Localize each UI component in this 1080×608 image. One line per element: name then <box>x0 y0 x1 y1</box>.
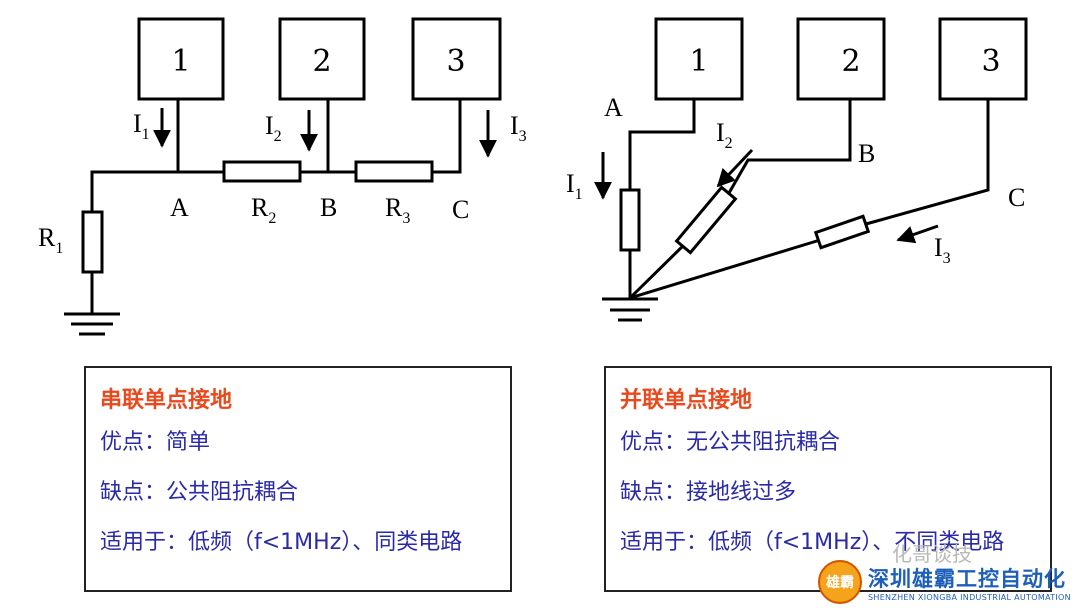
disadvantage-text: 缺点：公共阻抗耦合 <box>100 480 299 505</box>
watermark: 雄霸 深圳雄霸工控自动化 SHENZHEN XIONGBA INDUSTRIAL… <box>818 556 1080 608</box>
branch-1-wire <box>628 99 696 190</box>
box-1-label: 1 <box>689 44 708 79</box>
box-2-label: 2 <box>312 44 331 79</box>
branch-1-resistor <box>619 188 641 252</box>
device-box-2 <box>278 17 366 101</box>
current-arrow-i2 <box>716 148 754 188</box>
node-c-label: C <box>1008 183 1025 212</box>
current-label-i1: I1 <box>133 109 150 143</box>
current-arrow-i3 <box>896 224 939 244</box>
current-label-i3: I3 <box>510 111 527 145</box>
disadvantage-text: 缺点：接地线过多 <box>620 480 797 505</box>
branch-3-wire <box>865 99 990 226</box>
resistor-r2 <box>222 160 302 183</box>
branch-3-lower <box>629 238 821 300</box>
node-b-label: B <box>320 193 337 222</box>
ground-icon <box>602 297 658 322</box>
box-1-label: 1 <box>171 44 190 79</box>
box-2-label: 2 <box>841 44 860 79</box>
resistor-r1 <box>81 210 104 274</box>
parallel-grounding-panel: 并联单点接地 优点：无公共阻抗耦合 缺点：接地线过多 适用于：低频（f<1MHz… <box>604 366 1052 592</box>
parallel-grounding-diagram <box>594 17 1028 322</box>
company-subtitle: SHENZHEN XIONGBA INDUSTRIAL AUTOMATION <box>868 592 1071 602</box>
branch-3-resistor <box>813 214 871 250</box>
branch-2-lower <box>628 237 692 300</box>
lead-box-3 <box>432 99 462 174</box>
series-grounding-panel: 串联单点接地 优点：简单 缺点：公共阻抗耦合 适用于：低频（f<1MHz）、同类… <box>84 366 512 592</box>
panel-title: 并联单点接地 <box>620 388 753 413</box>
panel-title: 串联单点接地 <box>100 388 233 413</box>
branch-2-resistor <box>674 185 738 255</box>
device-box-1 <box>654 17 744 101</box>
resistor-r3 <box>354 160 434 183</box>
applicable-text: 适用于：低频（f<1MHz）、同类电路 <box>100 530 463 555</box>
current-label-i2: I2 <box>716 118 733 152</box>
device-box-2 <box>796 17 886 101</box>
node-a-label: A <box>170 193 189 222</box>
device-box-3 <box>938 17 1028 101</box>
ground-icon <box>64 312 120 336</box>
branch-2-wire <box>712 99 852 220</box>
current-label-i1: I1 <box>566 169 583 203</box>
ground-bus <box>90 170 224 212</box>
resistor-r2-label: R2 <box>251 193 276 227</box>
series-grounding-diagram <box>64 17 502 336</box>
current-label-i3: I3 <box>934 233 951 267</box>
node-b-label: B <box>858 139 875 168</box>
device-box-3 <box>411 17 502 101</box>
watermark-overlay-text: 化哥谈技 <box>892 542 972 566</box>
device-box-1 <box>137 17 225 101</box>
advantage-text: 优点：无公共阻抗耦合 <box>620 430 841 455</box>
box-3-label: 3 <box>981 44 1000 79</box>
resistor-r3-label: R3 <box>385 193 410 227</box>
resistor-r1-label: R1 <box>38 223 63 257</box>
applicable-text: 适用于：低频（f<1MHz）、不同类电路 <box>620 530 1005 555</box>
node-a-label: A <box>604 93 623 122</box>
current-label-i2: I2 <box>265 111 282 145</box>
node-c-label: C <box>452 195 469 224</box>
advantage-text: 优点：简单 <box>100 430 211 455</box>
box-3-label: 3 <box>446 44 465 79</box>
company-logo: 雄霸 <box>818 560 862 604</box>
company-name: 深圳雄霸工控自动化 <box>868 566 1066 591</box>
